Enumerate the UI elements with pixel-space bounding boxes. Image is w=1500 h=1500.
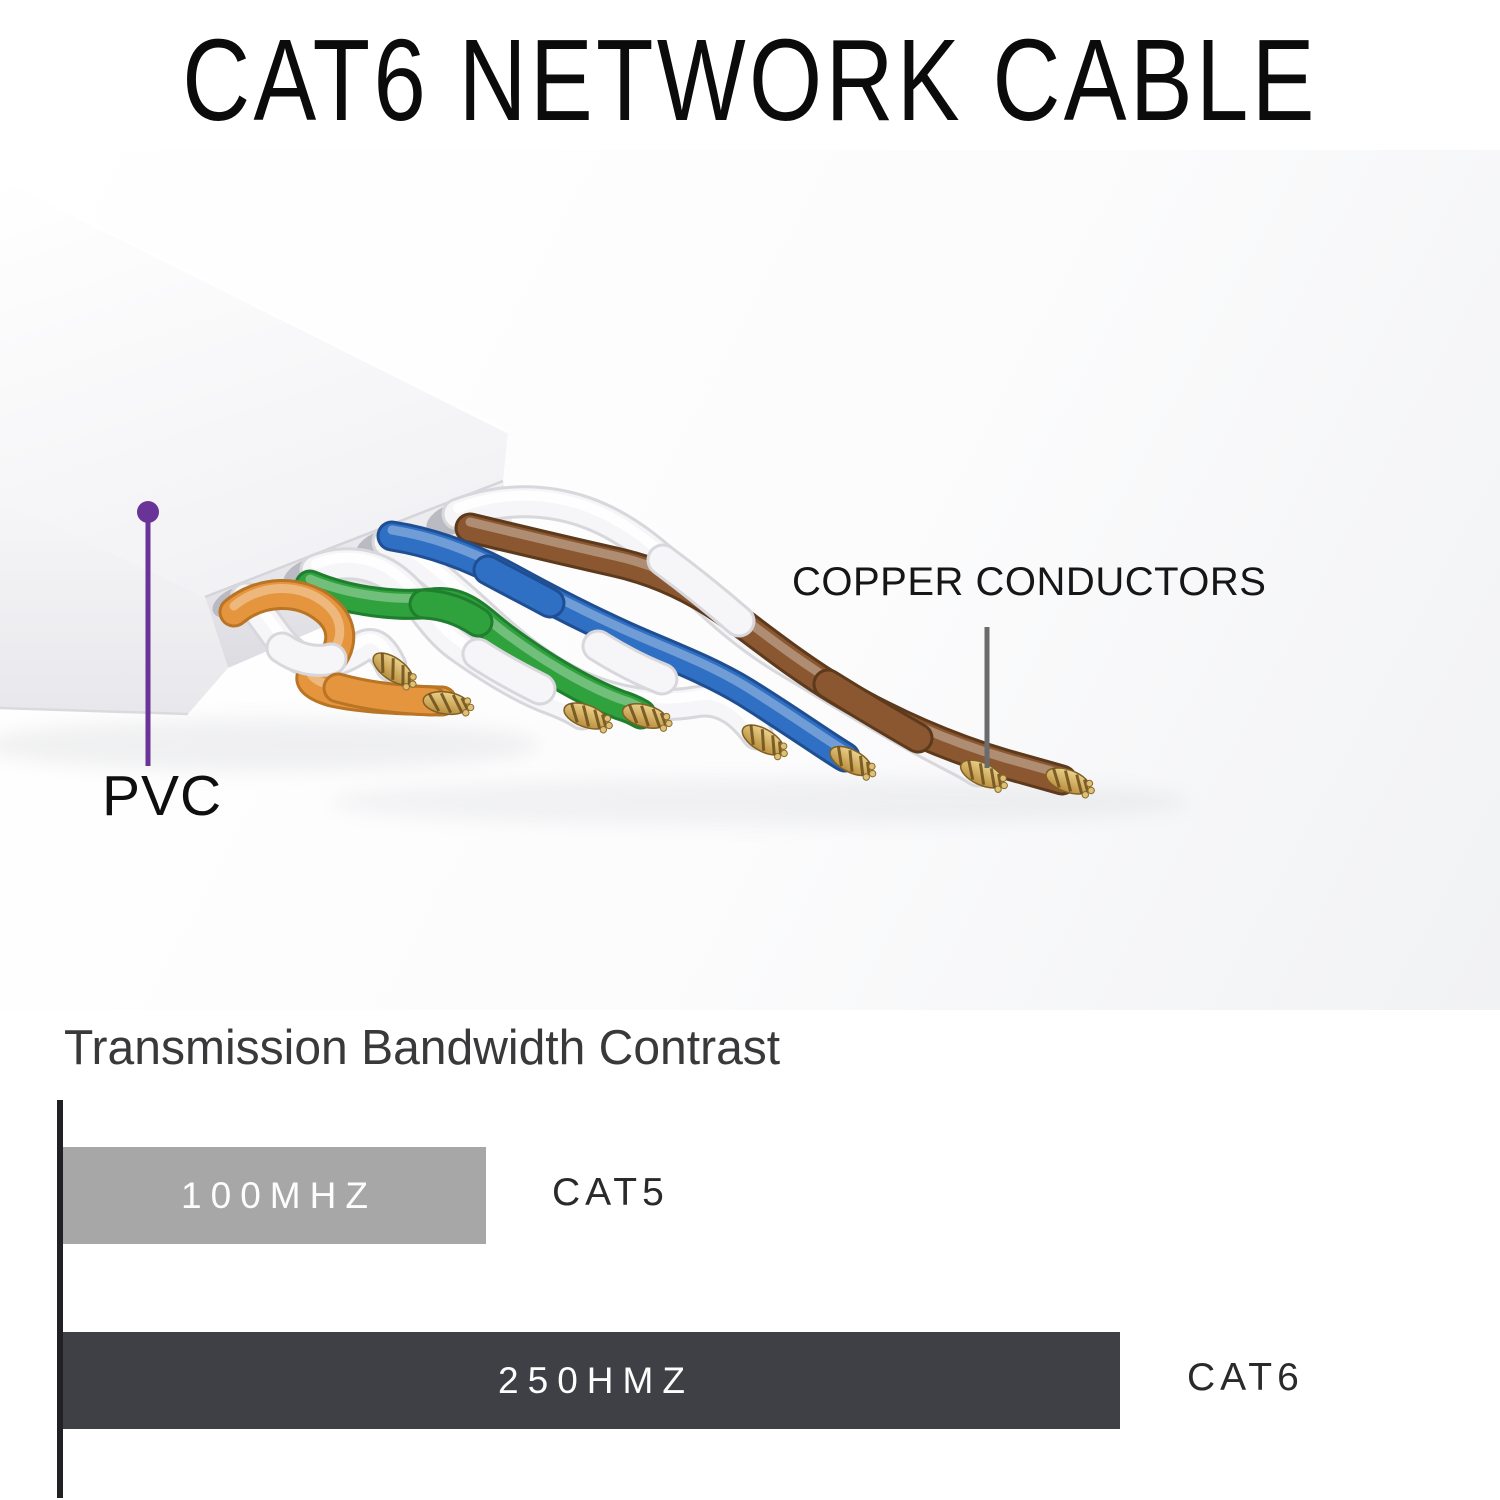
chart-y-axis — [57, 1100, 63, 1498]
copper-conductors-label: COPPER CONDUCTORS — [792, 560, 1267, 604]
pvc-label: PVC — [102, 764, 223, 828]
jacket-top-face — [0, 178, 508, 597]
wires-shadow — [330, 778, 1190, 826]
bar-cat5-category: CAT5 — [552, 1171, 669, 1214]
bar-cat5: 100MHZ — [63, 1147, 486, 1244]
chart-title: Transmission Bandwidth Contrast — [64, 1021, 781, 1075]
jacket-bottom-edge — [0, 706, 189, 716]
jacket-front-face — [0, 500, 228, 714]
cable-illustration — [0, 150, 1500, 1010]
bar-cat6: 250HMZ — [63, 1332, 1120, 1429]
pvc-pointer-dot — [137, 501, 159, 523]
page-title: CAT6 NETWORK CABLE — [182, 14, 1318, 145]
jacket-top-edge — [0, 176, 509, 434]
pvc-annotation — [137, 501, 159, 766]
bar-cat6-value: 250HMZ — [498, 1359, 694, 1401]
cable-shadow — [0, 719, 540, 771]
cable-illustration-svg — [0, 176, 1190, 826]
bar-cat6-category: CAT6 — [1187, 1356, 1304, 1399]
bar-cat5-value: 100MHZ — [181, 1174, 377, 1216]
